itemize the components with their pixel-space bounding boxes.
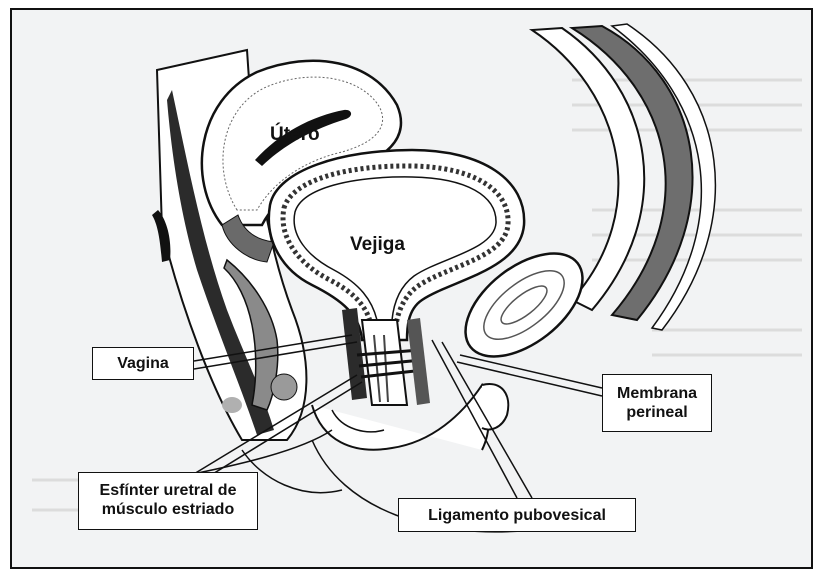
- callout-vagina: Vagina: [92, 347, 194, 380]
- callout-membrana-line2: perineal: [609, 403, 705, 422]
- label-vejiga: Vejiga: [350, 235, 405, 254]
- callout-membrana-line1: Membrana: [609, 384, 705, 403]
- callout-esfinter-line2: músculo estriado: [85, 500, 251, 519]
- callout-ligamento-text: Ligamento pubovesical: [405, 506, 629, 525]
- callout-vagina-text: Vagina: [99, 354, 187, 373]
- callout-esfinter-line1: Esfínter uretral de: [85, 481, 251, 500]
- callout-ligamento-pubovesical: Ligamento pubovesical: [398, 498, 636, 532]
- label-utero: Útero: [270, 125, 320, 144]
- figure-frame: Útero Vejiga Vagina Membrana perineal Es…: [10, 8, 813, 569]
- callout-membrana-perineal: Membrana perineal: [602, 374, 712, 432]
- urethra-vagina-channel: [342, 308, 430, 405]
- callout-esfinter-uretral: Esfínter uretral de músculo estriado: [78, 472, 258, 530]
